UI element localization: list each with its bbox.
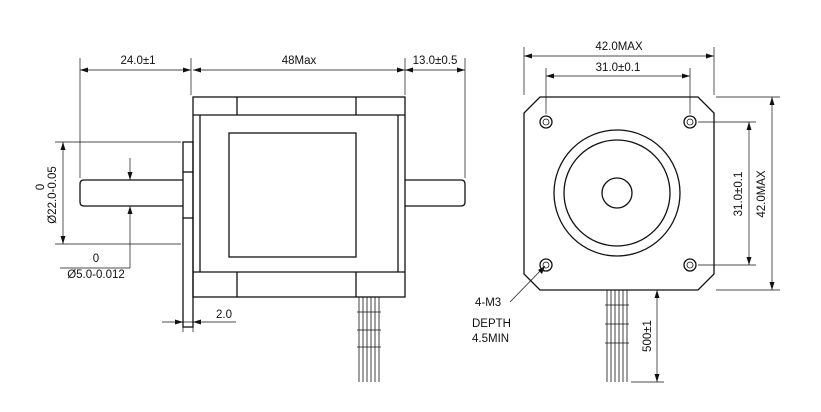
front-boss-outer [553,129,681,257]
note-depth-min: 4.5MIN [472,333,509,345]
flange-plate [182,141,194,328]
front-face-outline [523,96,715,291]
dim-hole-spacing: 31.0±0.1 [596,62,641,74]
front-lead-wires [605,290,629,382]
mounting-holes [539,115,697,272]
dim-shaft-dia: Ø5.0-0.012 [67,269,125,281]
dim-shaft-length: 24.0±1 [120,55,155,67]
dim-height: 42.0MAX [756,170,768,218]
dim-flange: 2.0 [216,309,232,321]
front-shaft [79,179,183,207]
motor-body-outline [192,96,406,298]
dim-width: 42.0MAX [595,41,643,53]
dim-boss-tol: 0 [35,184,47,190]
front-boss-inner [563,139,671,247]
side-view: 24.0±1 48Max 13.0±0.5 0 Ø22.0-0.05 0 Ø5.… [35,55,466,382]
front-view: 42.0MAX 31.0±0.1 31.0±0.1 42.0MAX 4-M3 D… [472,41,780,383]
note-thread: 4-M3 [475,297,501,309]
dim-boss-dia: Ø22.0-0.05 [47,166,59,224]
note-depth: DEPTH [472,318,511,330]
dim-hole-spacing-vertical: 31.0±0.1 [733,172,745,217]
dim-lead-length: 500±1 [642,320,654,352]
stator-block [228,132,357,258]
rear-shaft [405,179,466,207]
dim-body-length: 48Max [282,55,317,67]
dim-shaft-tol: 0 [93,253,99,265]
shaft-circle [601,177,633,209]
side-lead-wires [357,297,381,382]
dim-rear-shaft: 13.0±0.5 [413,55,458,67]
